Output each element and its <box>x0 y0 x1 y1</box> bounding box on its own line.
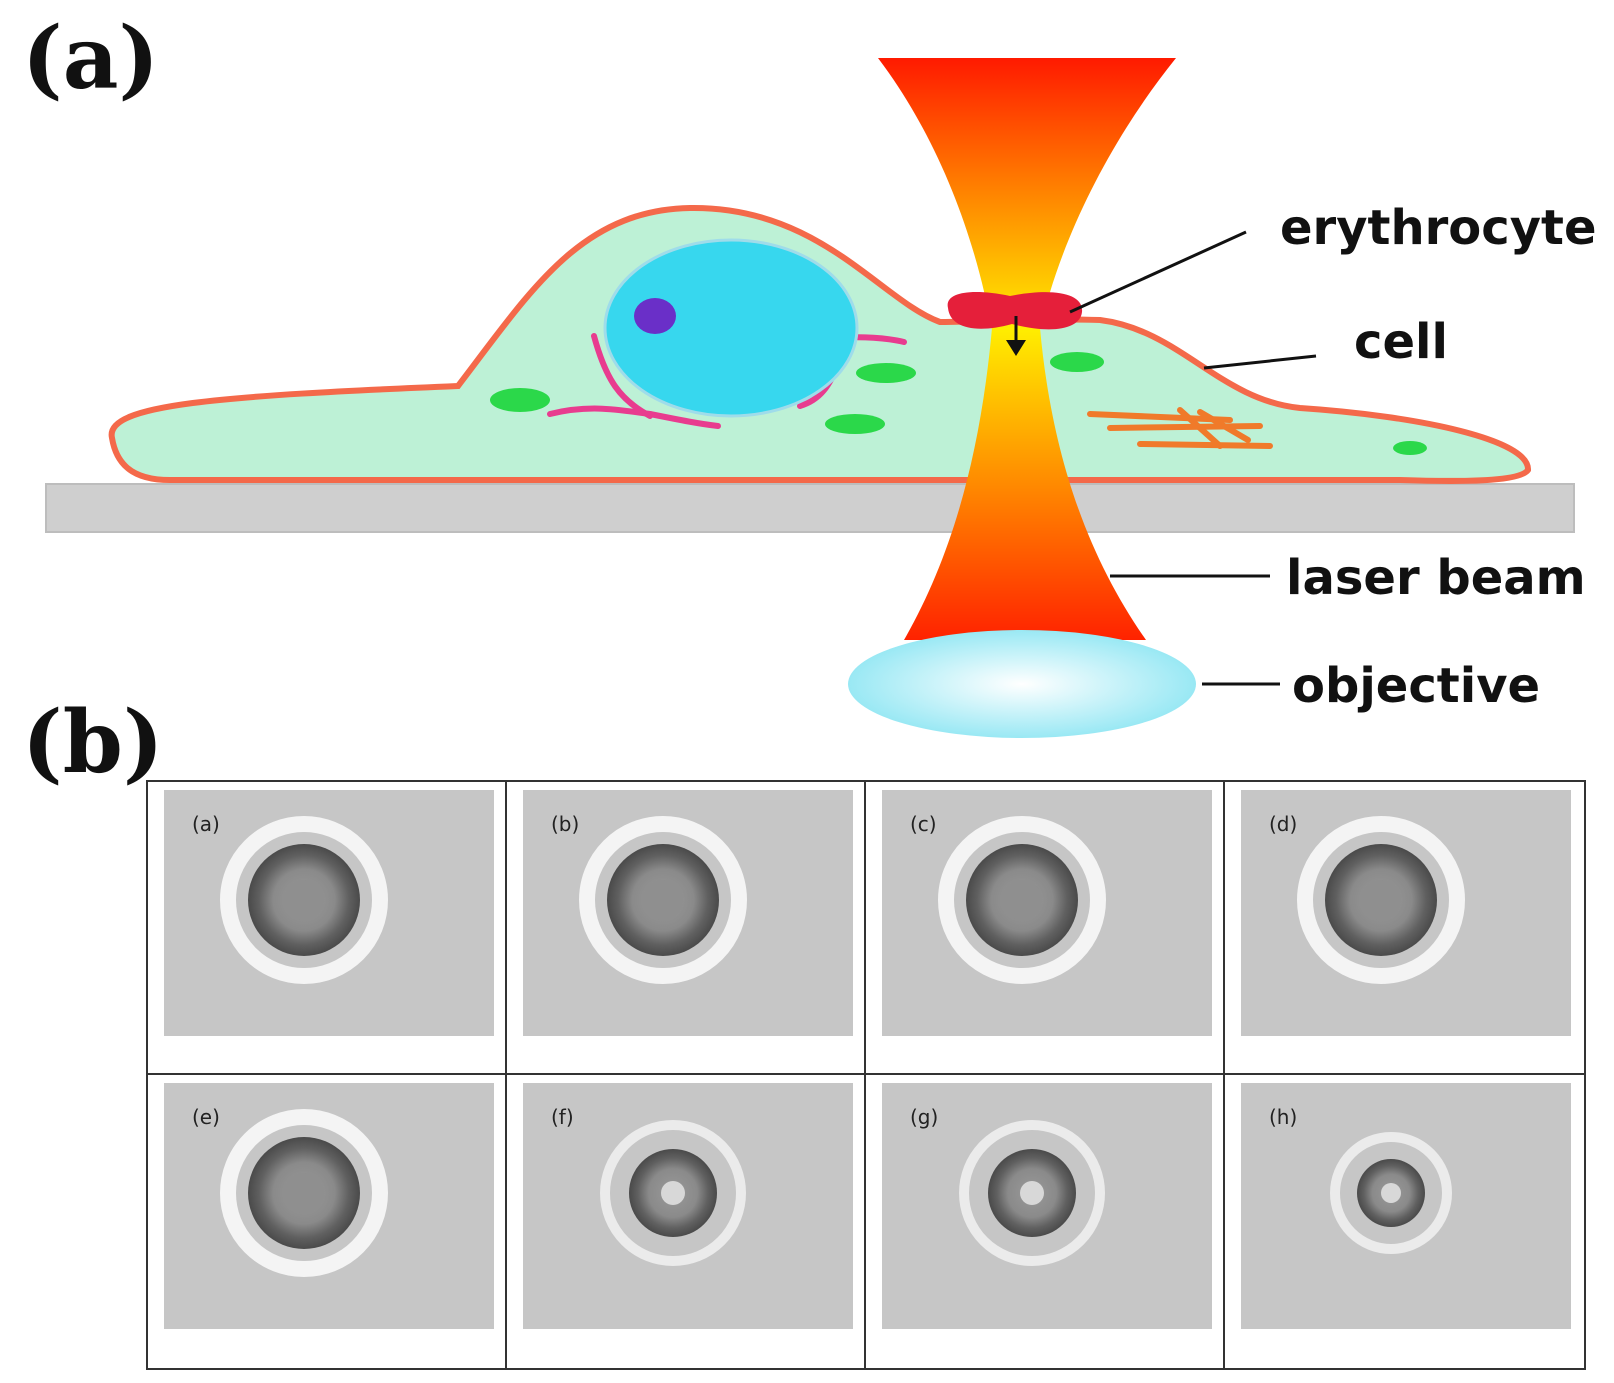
micrograph-frame: (c) <box>866 782 1225 1075</box>
micrograph-image <box>882 1083 1212 1329</box>
nucleus <box>603 238 859 418</box>
callout-laser-beam: laser beam <box>1286 550 1586 606</box>
micrograph-image <box>882 790 1212 1036</box>
micrograph-frame: (f) <box>507 1075 866 1368</box>
panel-b-label: (b) <box>22 692 164 793</box>
laser-beam-lower <box>904 328 1146 640</box>
nucleolus <box>634 298 676 334</box>
micrograph-frame: (g) <box>866 1075 1225 1368</box>
micrograph-image <box>164 1083 494 1329</box>
callout-erythrocyte: erythrocyte <box>1280 200 1597 256</box>
micrograph-image <box>1241 1083 1571 1329</box>
organelles <box>490 352 1427 455</box>
micrograph-label: (d) <box>1269 812 1298 836</box>
micrograph-image <box>1241 790 1571 1036</box>
callout-lines <box>1069 230 1317 686</box>
optical-trap-diagram <box>45 58 1575 738</box>
erythrocyte <box>947 292 1083 330</box>
micrograph-label: (g) <box>910 1105 939 1129</box>
micrograph-image <box>523 790 853 1036</box>
micrograph-frame: (b) <box>507 782 866 1075</box>
micrograph-label: (b) <box>551 812 580 836</box>
micrograph-frame: (e) <box>148 1075 507 1368</box>
micrograph-label: (h) <box>1269 1105 1298 1129</box>
laser-beam-upper <box>878 58 1176 330</box>
micrograph-frame: (h) <box>1225 1075 1584 1368</box>
objective-lens <box>848 630 1196 738</box>
micrograph-label: (a) <box>192 812 220 836</box>
micrograph-label: (f) <box>551 1105 574 1129</box>
micrograph-image <box>523 1083 853 1329</box>
micrograph-image <box>164 790 494 1036</box>
micrograph-frame: (d) <box>1225 782 1584 1075</box>
callout-objective: objective <box>1292 658 1541 714</box>
micrograph-frame: (a) <box>148 782 507 1075</box>
force-arrow <box>1006 316 1026 356</box>
panel-a-label: (a) <box>22 8 160 109</box>
micrograph-label: (e) <box>192 1105 220 1129</box>
micrograph-grid: (a) (b) (c) (d) (e) (f) (g) (h) <box>146 780 1586 1370</box>
substrate-slide <box>45 483 1575 533</box>
cytoskeleton-fibers <box>1087 407 1273 449</box>
micrograph-label: (c) <box>910 812 937 836</box>
callout-cell: cell <box>1354 314 1448 370</box>
